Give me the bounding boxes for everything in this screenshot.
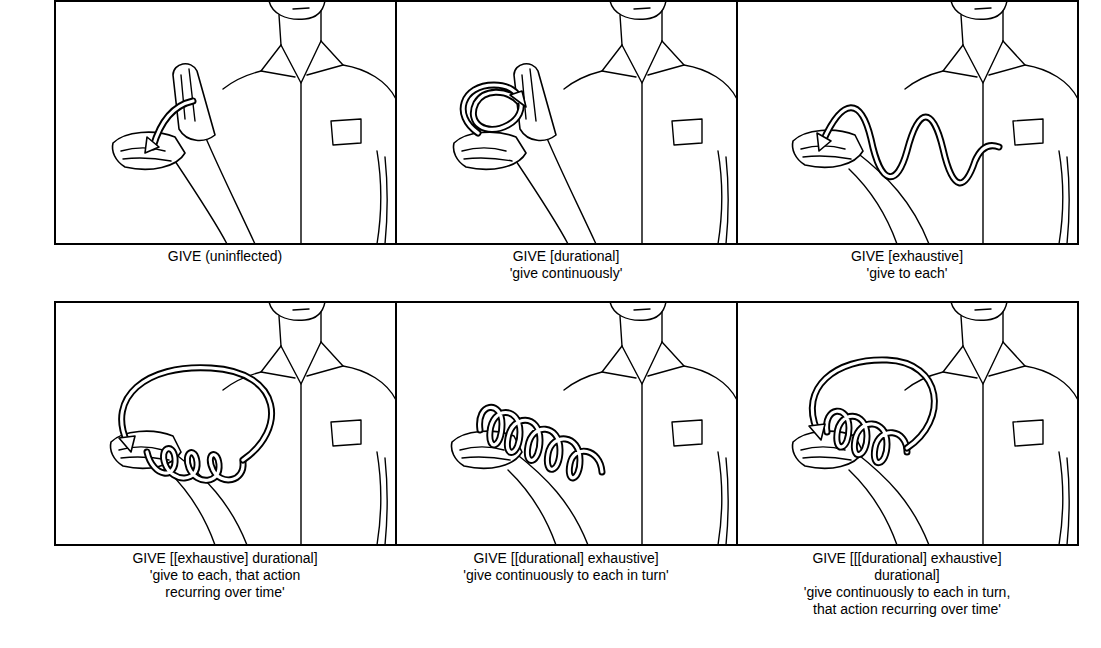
caption-text: durational] <box>727 567 1087 584</box>
signer-figure <box>111 302 397 545</box>
movement-path <box>122 368 272 460</box>
arrow-head <box>510 91 526 107</box>
figure-line <box>223 1 396 244</box>
panel-frame <box>396 1 737 244</box>
figure-line <box>454 64 597 244</box>
caption-text: GIVE (uninflected) <box>45 248 405 265</box>
movement-path <box>823 108 999 183</box>
caption-text: GIVE [[exhaustive] durational] <box>45 550 405 567</box>
signer-figure <box>793 302 1079 545</box>
movement-path <box>463 85 521 133</box>
movement-path <box>122 368 272 460</box>
caption-text: 'give continuously to each in turn, <box>727 584 1087 601</box>
signer-figure <box>113 1 397 244</box>
movement-path <box>480 407 602 477</box>
movement-path <box>812 360 934 448</box>
movement-path <box>463 85 521 133</box>
caption-text: 'give to each' <box>727 265 1087 282</box>
caption-text: recurring over time' <box>45 584 405 601</box>
panel-frame <box>737 302 1078 545</box>
panel-frame <box>737 1 1078 244</box>
caption-text: that action recurring over time' <box>727 601 1087 618</box>
signer-figure <box>452 302 738 545</box>
panel-frame <box>55 1 396 244</box>
caption-text: GIVE [durational] <box>386 248 746 265</box>
panel-frame <box>396 302 737 545</box>
figure-line <box>564 1 737 244</box>
caption-text: 'give continuously to each in turn' <box>386 567 746 584</box>
arrow-head <box>119 436 135 452</box>
movement-path <box>812 360 934 448</box>
panel-frame <box>55 302 396 545</box>
caption-text: 'give continuously' <box>386 265 746 282</box>
movement-path <box>827 411 907 462</box>
arrow-head <box>817 133 831 151</box>
signer-figure <box>454 1 738 244</box>
movement-path <box>147 449 243 481</box>
movement-path <box>480 407 602 477</box>
caption-text: GIVE [exhaustive] <box>727 248 1087 265</box>
figure-line <box>111 431 248 545</box>
movement-path <box>147 449 243 481</box>
movement-path <box>827 411 907 462</box>
figure-line <box>564 302 737 545</box>
caption-text: 'give to each, that action <box>45 567 405 584</box>
movement-path <box>153 101 193 147</box>
arrow-head <box>809 424 825 440</box>
figure-line <box>223 302 396 545</box>
caption-text: GIVE [[durational] exhaustive] <box>386 550 746 567</box>
movement-path <box>153 101 193 147</box>
arrow-head <box>145 137 159 153</box>
caption-text: GIVE [[[durational] exhaustive] <box>727 550 1087 567</box>
figure-line <box>113 64 256 244</box>
signer-figure <box>793 1 1079 244</box>
movement-path <box>823 108 999 183</box>
